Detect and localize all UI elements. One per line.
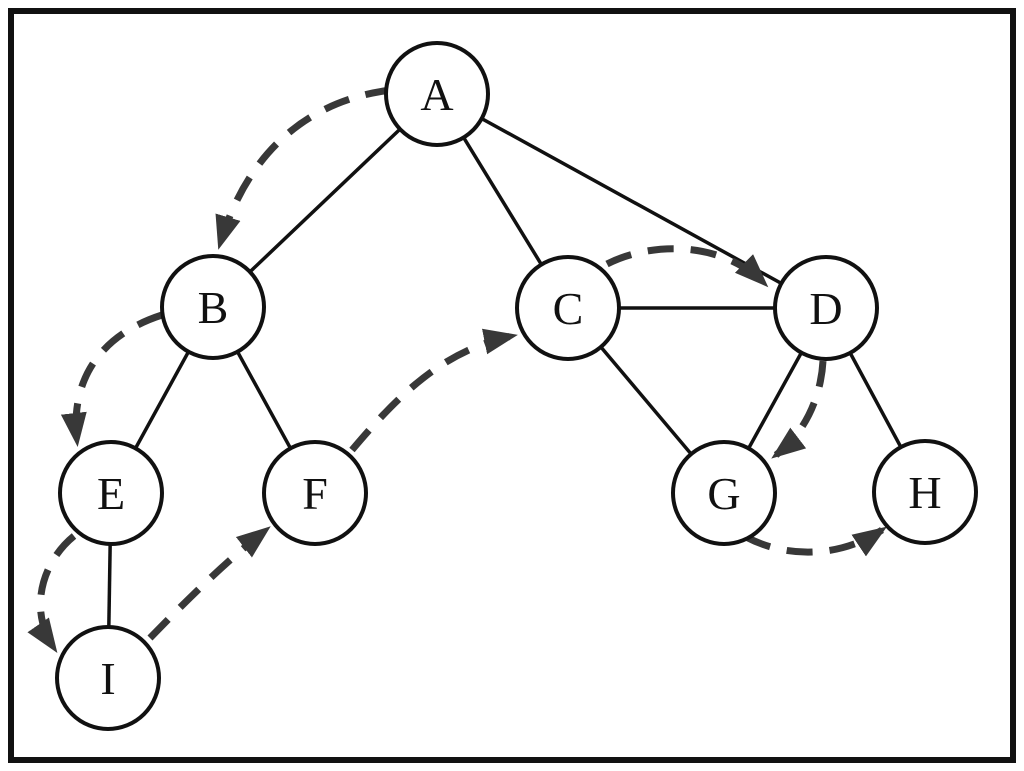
traversal-arrow-I-F xyxy=(147,526,271,641)
traversal-layer xyxy=(27,86,887,653)
traversal-arrow-B-E xyxy=(60,311,164,447)
node-C: C xyxy=(515,255,621,361)
node-circle-A xyxy=(384,41,490,147)
traversal-arrow-G-H xyxy=(744,526,887,557)
node-label-H: H xyxy=(908,467,941,518)
traversal-arrow-E-I xyxy=(27,533,77,653)
node-label-I: I xyxy=(100,653,115,704)
node-E: E xyxy=(58,440,164,546)
outer-frame xyxy=(8,8,1016,763)
edge-A-D xyxy=(436,92,827,310)
node-circle-H xyxy=(872,439,978,545)
node-circle-G xyxy=(671,440,777,546)
node-circle-D xyxy=(773,255,879,361)
node-layer: A B C D E F G H I xyxy=(55,41,978,731)
node-circle-C xyxy=(515,255,621,361)
node-F: F xyxy=(262,440,368,546)
traversal-arrow-C-D xyxy=(605,245,769,288)
node-circle-I xyxy=(55,625,161,731)
node-A: A xyxy=(384,41,490,147)
node-H: H xyxy=(872,439,978,545)
traversal-arrow-D-G xyxy=(771,360,827,459)
node-label-F: F xyxy=(302,468,328,519)
node-label-D: D xyxy=(809,283,842,334)
node-label-B: B xyxy=(198,282,229,333)
node-circle-B xyxy=(160,254,266,360)
node-D: D xyxy=(773,255,879,361)
node-B: B xyxy=(160,254,266,360)
node-G: G xyxy=(671,440,777,546)
node-I: I xyxy=(55,625,161,731)
node-circle-E xyxy=(58,440,164,546)
node-label-E: E xyxy=(97,468,125,519)
edge-layer xyxy=(106,92,927,679)
node-label-C: C xyxy=(553,283,584,334)
node-label-G: G xyxy=(707,468,740,519)
node-label-A: A xyxy=(420,69,453,120)
node-circle-F xyxy=(262,440,368,546)
traversal-arrow-F-C xyxy=(349,328,518,453)
